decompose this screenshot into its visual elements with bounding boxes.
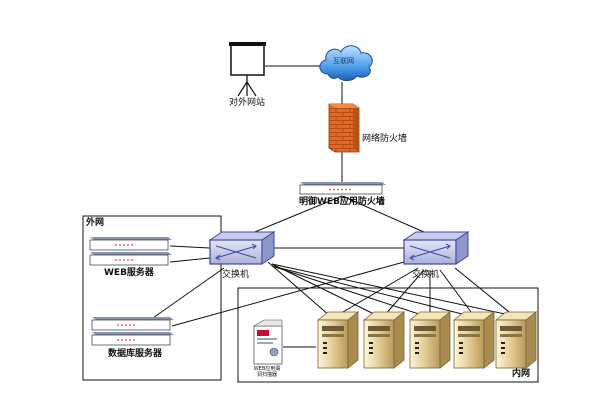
web-app-firewall-label: 明御WEB应用防火墙 xyxy=(299,197,385,207)
internet-label: 互联网 xyxy=(333,57,354,65)
rack-appliance-icon xyxy=(91,317,174,346)
inner-zone-label: 内网 xyxy=(512,369,531,379)
scanner-device-label: WEB应用漏洞扫描器 xyxy=(253,366,281,379)
tower-server-icon xyxy=(452,311,496,369)
network-switch-icon xyxy=(402,231,470,265)
tower-server-icon xyxy=(316,311,360,369)
web-servers-label: WEB服务器 xyxy=(104,268,154,278)
network-firewall-label: 网络防火墙 xyxy=(362,134,408,144)
projector-screen-icon xyxy=(229,42,266,97)
external-site-label: 对外网站 xyxy=(229,98,266,108)
inner-zone-box xyxy=(237,287,539,383)
network-switch-icon xyxy=(208,231,276,265)
scanner-device-icon xyxy=(252,319,283,365)
tower-server-icon xyxy=(494,311,538,369)
outer-zone-label: 外网 xyxy=(86,218,105,228)
cloud-icon xyxy=(319,45,373,82)
switch-right-label: 交换机 xyxy=(412,270,440,280)
rack-appliance-icon xyxy=(299,182,386,195)
rack-appliance-icon xyxy=(89,237,172,266)
brick-firewall-icon xyxy=(328,103,360,153)
connection-lines xyxy=(149,65,515,348)
db-servers-label: 数据库服务器 xyxy=(108,349,163,359)
outer-zone-box xyxy=(82,215,222,381)
tower-server-icon xyxy=(408,311,452,369)
tower-server-icon xyxy=(362,311,406,369)
switch-left-label: 交换机 xyxy=(222,270,250,280)
